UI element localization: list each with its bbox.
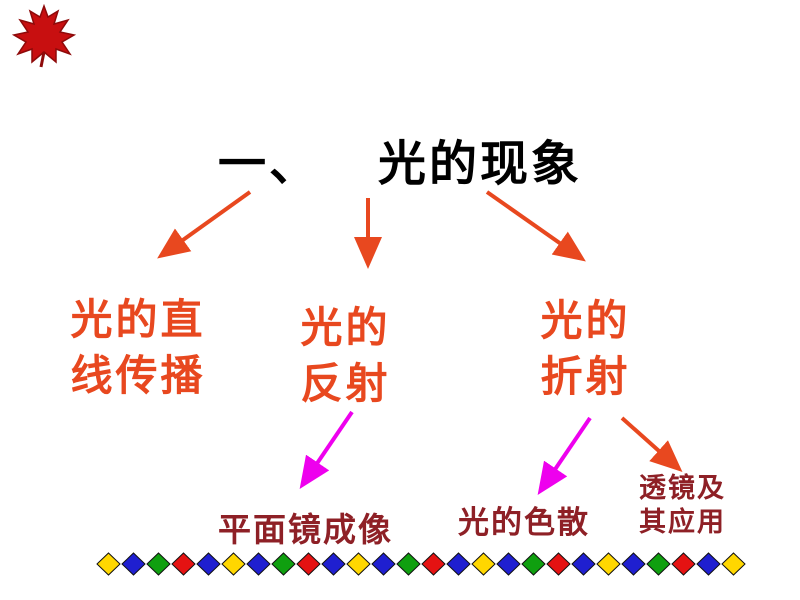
diamond-icon — [196, 552, 221, 576]
diamond-icon — [271, 552, 296, 576]
arrow-reflection-to-plane-mirror — [299, 410, 354, 489]
title-main: 光的现象 — [378, 136, 583, 192]
subtopic-plane-mirror-imaging: 平面镜成像 — [218, 510, 393, 549]
branch-reflection: 光的 反射 — [288, 300, 403, 412]
branch-linear-line1: 光的直 — [70, 295, 206, 344]
branch-refraction-line2: 折射 — [540, 352, 631, 401]
diamond-icon — [571, 552, 596, 576]
diamond-icon — [371, 552, 396, 576]
diamond-icon — [246, 552, 271, 576]
diamond-icon — [696, 552, 721, 576]
diamond-icon — [171, 552, 196, 576]
arrow-title-to-refraction — [485, 190, 586, 262]
diamond-row — [96, 552, 766, 576]
branch-linear-line2: 线传播 — [70, 351, 206, 400]
arrow-title-to-linear — [157, 190, 252, 259]
diamond-icon — [146, 552, 171, 576]
diamond-icon — [346, 552, 371, 576]
arrow-refraction-to-dispersion — [537, 416, 592, 495]
maple-leaf-icon — [12, 4, 76, 68]
branch-refraction: 光的 折射 — [528, 293, 643, 405]
diamond-icon — [646, 552, 671, 576]
subtopic-lens-applications: 透镜及 其应用 — [630, 472, 735, 540]
diamond-icon — [546, 552, 571, 576]
diamond-icon — [421, 552, 446, 576]
branch-refraction-line1: 光的 — [540, 296, 631, 345]
subtopic-lens-line1: 透镜及 — [639, 473, 726, 504]
diamond-icon — [596, 552, 621, 576]
diamond-icon — [321, 552, 346, 576]
diamond-icon — [396, 552, 421, 576]
branch-linear-propagation: 光的直 线传播 — [48, 292, 228, 404]
arrow-refraction-to-lens — [620, 416, 683, 472]
diamond-icon — [671, 552, 696, 576]
title-prefix: 一、 — [217, 136, 320, 192]
subtopic-lens-line2: 其应用 — [639, 507, 726, 538]
diamond-icon — [446, 552, 471, 576]
branch-reflection-line2: 反射 — [300, 359, 391, 408]
diamond-icon — [471, 552, 496, 576]
diamond-icon — [221, 552, 246, 576]
diamond-icon — [496, 552, 521, 576]
diamond-icon — [121, 552, 146, 576]
page-title: 一、 光的现象 — [0, 124, 800, 194]
branch-reflection-line1: 光的 — [300, 303, 391, 352]
subtopic-light-dispersion: 光的色散 — [458, 505, 590, 541]
diamond-icon — [96, 552, 121, 576]
diamond-icon — [721, 552, 746, 576]
diamond-icon — [521, 552, 546, 576]
diamond-icon — [621, 552, 646, 576]
diamond-icon — [296, 552, 321, 576]
